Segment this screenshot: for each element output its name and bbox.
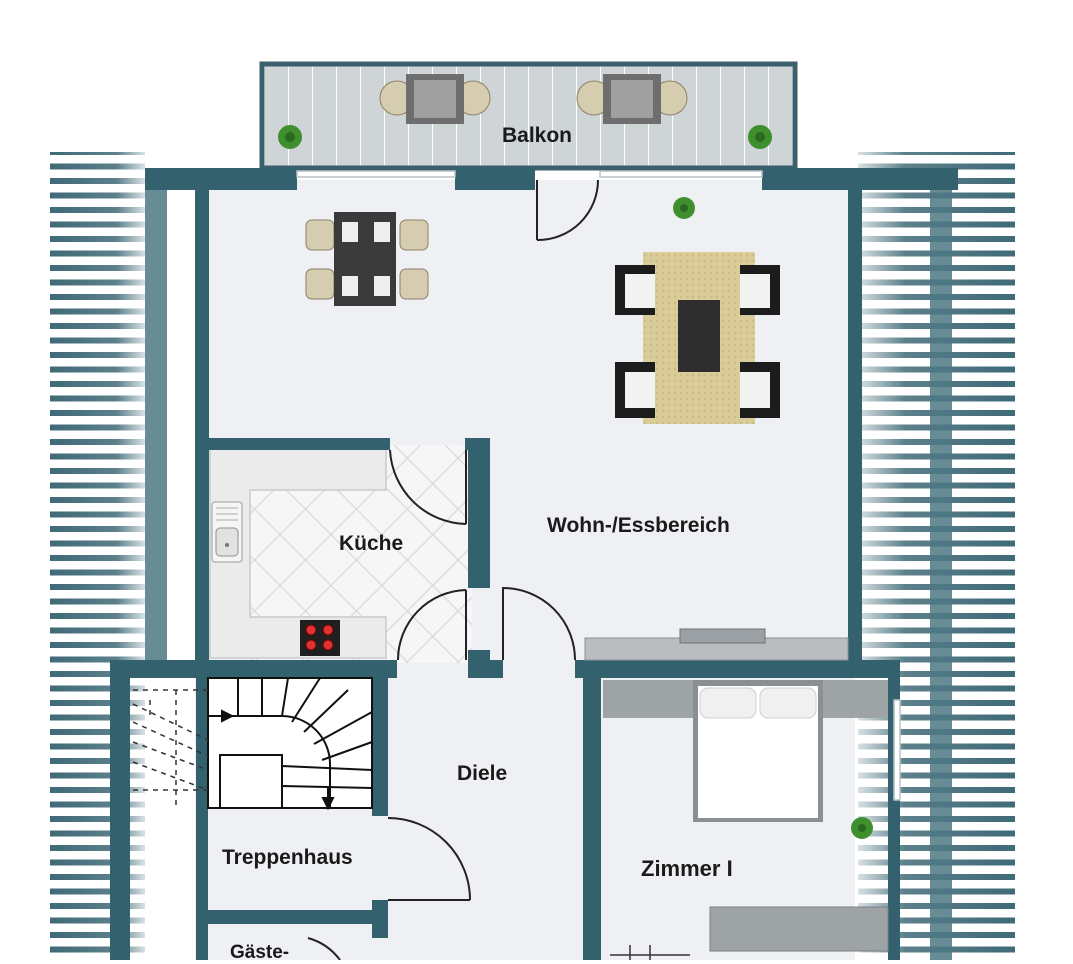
roof-left [50, 152, 167, 960]
walls [110, 168, 958, 960]
roof-right [858, 152, 1015, 960]
room-label-diele: Diele [457, 762, 508, 785]
room-label-zimmer-1: Zimmer I [641, 856, 733, 881]
room-label-wohn-essbereich: Wohn-/Essbereich [547, 514, 730, 537]
balcony-furniture [379, 74, 688, 124]
balcony [259, 61, 798, 171]
stove-icon [300, 620, 340, 656]
kitchen-counter [209, 447, 387, 659]
bed [603, 680, 888, 822]
doors [307, 179, 599, 960]
windows [296, 170, 901, 801]
dining-table [305, 212, 429, 306]
room-label-kueche: Küche [339, 532, 404, 555]
lounge-set [615, 252, 780, 424]
sideboard [584, 628, 849, 661]
stairs-below [132, 689, 209, 808]
room-label-balkon: Balkon [502, 124, 573, 147]
wardrobe [709, 906, 889, 952]
window-bottom [610, 945, 690, 960]
plant-icon [278, 125, 873, 839]
room-label-treppenhaus: Treppenhaus [222, 846, 353, 869]
room-label-gaeste: Gäste- [230, 942, 290, 963]
staircase [207, 677, 373, 811]
sink-icon [211, 501, 243, 563]
